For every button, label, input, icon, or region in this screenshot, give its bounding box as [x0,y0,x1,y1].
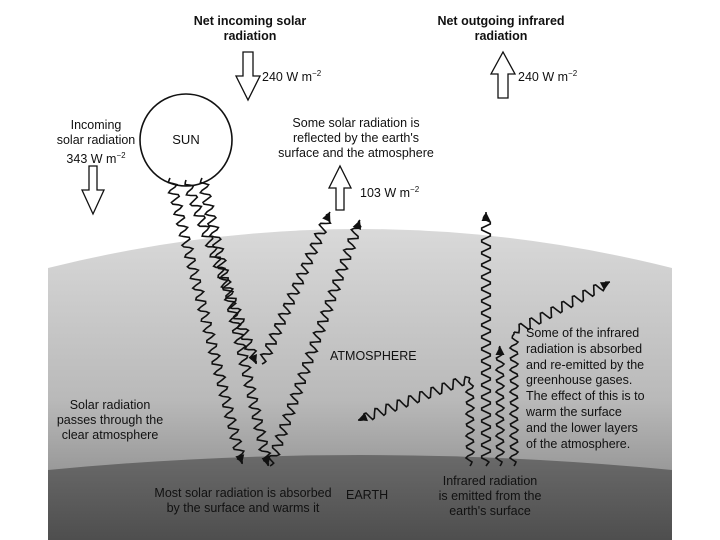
incoming-solar-label: Incoming solar radiation 343 W m−2 [46,118,146,167]
net-incoming-value: 240 W m−2 [262,66,321,85]
net-outgoing-value: 240 W m−2 [518,66,577,85]
net-incoming-label: Net incoming solar radiation [180,14,320,44]
net-outgoing-arrow-icon [491,52,515,98]
net-incoming-arrow-icon [236,52,260,100]
reflected-ray-1-arrowhead-icon [322,212,330,222]
reflected-label: Some solar radiation is reflected by the… [258,116,454,161]
reflected-value: 103 W m−2 [360,182,419,201]
infrared-ray-escape-arrowhead-icon [482,212,491,221]
surface-absorbs-label: Most solar radiation is absorbed by the … [132,486,354,516]
reflected-arrow-icon [329,166,351,210]
infrared-absorbed-label: Some of the infrared radiation is absorb… [526,326,645,452]
infrared-emitted-label: Infrared radiation is emitted from the e… [428,474,552,519]
sun-label: SUN [160,132,212,147]
atmosphere-label: ATMOSPHERE [330,349,417,364]
net-outgoing-label: Net outgoing infrared radiation [426,14,576,44]
earth-label: EARTH [346,488,388,503]
passes-through-label: Solar radiation passes through the clear… [50,398,170,443]
incoming-solar-arrow-icon [82,166,104,214]
